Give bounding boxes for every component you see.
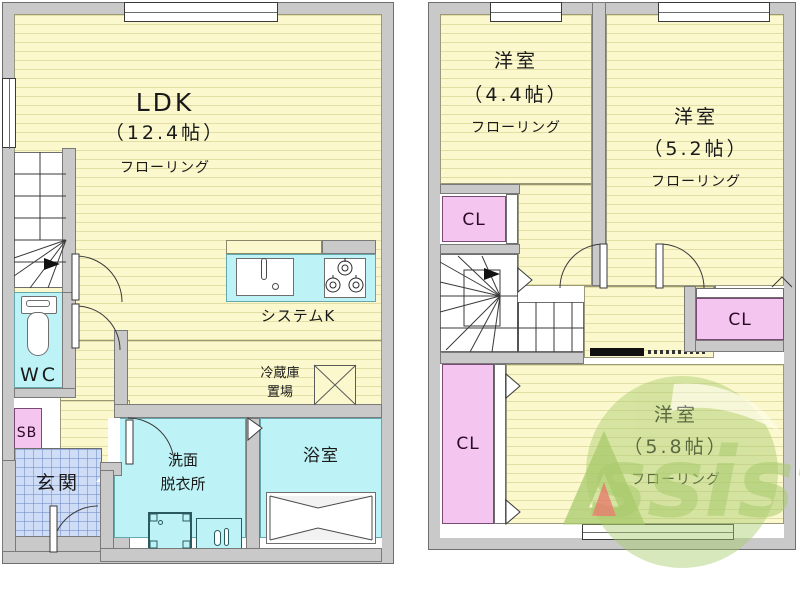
f2-cl-right-wall-side — [684, 286, 696, 352]
label-ldk-material: フローリング — [120, 160, 210, 176]
label-ldk-name: LDK — [135, 88, 195, 117]
f1-window-west — [2, 78, 16, 149]
label-room52-name: 洋室 — [673, 106, 718, 128]
vanity-faucet — [224, 528, 229, 546]
room-western-4-4-strip — [518, 184, 592, 286]
f2-hall-opening-dark — [590, 348, 644, 356]
bathtub — [266, 492, 376, 544]
floor-plan-canvas: LDK （12.4帖） フローリング WC SB 玄関 システムK 冷蔵庫 置場… — [0, 0, 800, 574]
f2-window-north-left — [490, 2, 562, 22]
f1-window-north — [124, 2, 278, 22]
label-room58-material: フローリング — [631, 472, 721, 488]
label-room58-area: （5.8帖） — [623, 436, 729, 458]
label-fridge-line1: 冷蔵庫 — [260, 366, 300, 381]
room-western-4-4 — [440, 14, 592, 184]
f1-washroom-wall-left-lower — [100, 470, 114, 552]
vanity-basin — [214, 530, 221, 546]
f2-staircase — [440, 254, 518, 352]
f2-cl-tl-wall-top — [440, 184, 520, 194]
label-room44-area: （4.4帖） — [463, 84, 569, 106]
f2-cl-bl-door — [494, 364, 506, 524]
label-fridge-line2: 置場 — [266, 385, 293, 400]
kitchen-wall-top-right — [322, 240, 376, 254]
label-room58-name: 洋室 — [653, 404, 698, 426]
kitchen-counter-top — [226, 240, 322, 254]
f1-wall-wet-top — [114, 404, 382, 418]
f2-cl-tl-door — [506, 194, 518, 244]
f2-cl-tl-wall-bottom — [440, 244, 520, 254]
label-room52-area: （5.2帖） — [643, 138, 749, 160]
label-bath: 浴室 — [303, 446, 339, 466]
floor-1-plan: LDK （12.4帖） フローリング WC SB 玄関 システムK 冷蔵庫 置場… — [0, 0, 400, 574]
f1-wall-bottom-wet — [100, 548, 382, 562]
label-cl-right: CL — [728, 310, 752, 330]
room-western-5-8 — [506, 364, 784, 524]
label-cl-bottom-left: CL — [456, 434, 480, 454]
f1-wc-wall-bottom — [14, 388, 76, 398]
fridge-space-box — [314, 365, 356, 405]
washing-machine-pan — [148, 512, 192, 550]
label-genkan: 玄関 — [35, 472, 80, 494]
label-room44-name: 洋室 — [493, 50, 538, 72]
label-room52-material: フローリング — [651, 174, 741, 190]
label-washroom-line1: 洗面 — [167, 451, 198, 469]
f2-cl-right-door — [696, 288, 784, 298]
f2-window-north-right — [658, 2, 770, 22]
label-sb: SB — [16, 425, 38, 441]
label-ldk-area: （12.4帖） — [104, 122, 226, 144]
f2-cl-right-wall-left — [714, 286, 716, 288]
kitchen-faucet — [261, 258, 267, 280]
washing-machine-drain — [158, 520, 163, 525]
f1-wall-bath-left — [246, 418, 260, 552]
closet-cl-top-left — [442, 196, 506, 242]
f1-genkan-wall-left-bottom — [2, 460, 16, 552]
f2-cl-right-wall-bottom — [684, 340, 784, 352]
f2-window-south — [582, 524, 734, 540]
f2-stair-run — [518, 302, 584, 352]
f2-stair-wall-bottom — [440, 352, 584, 364]
washroom-notch — [108, 418, 120, 474]
room-western-5-2 — [606, 14, 784, 286]
f2-hall-opening-dotted — [648, 350, 706, 354]
label-room44-material: フローリング — [471, 120, 561, 136]
label-washroom-line2: 脱衣所 — [160, 475, 206, 493]
closet-cl-bottom-left — [442, 364, 494, 524]
kitchen-stove — [324, 258, 366, 298]
closet-cl-right — [696, 298, 784, 340]
label-system-kitchen: システムK — [260, 307, 336, 325]
label-cl-top-left: CL — [462, 210, 486, 230]
label-wc: WC — [19, 364, 59, 386]
floor-2-plan: 洋室 （4.4帖） フローリング 洋室 （5.2帖） フローリング 洋室 （5.… — [418, 0, 800, 574]
toilet-fixture — [20, 296, 58, 362]
f2-wall-between-rooms — [592, 2, 606, 286]
kitchen-drain-icon — [272, 283, 279, 290]
